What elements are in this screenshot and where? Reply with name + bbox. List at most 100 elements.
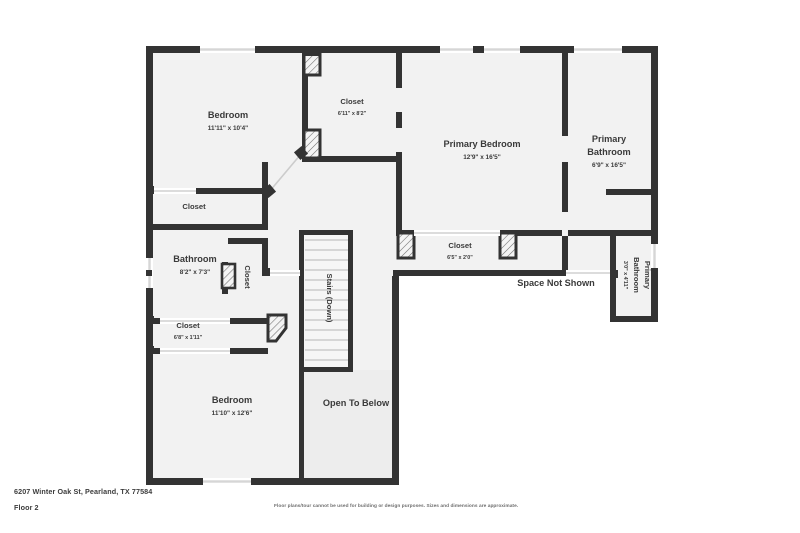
wall-primary-bath2-top xyxy=(610,230,658,236)
room-name: Bedroom xyxy=(208,110,248,120)
window-bedroom1-top xyxy=(200,46,258,53)
room-dimensions: 11'11" x 10'4" xyxy=(208,125,248,132)
room-name: Closet xyxy=(176,321,200,330)
wall-primary-bath-stub xyxy=(606,189,658,195)
hatch-closet-primary-right xyxy=(498,231,518,260)
hatch-closet-upper-bottom xyxy=(302,128,322,160)
footer: 6207 Winter Oak St, Pearland, TX 77584 F… xyxy=(0,487,800,533)
room-name-line2: Bathroom xyxy=(587,147,630,157)
wall-node-c xyxy=(146,186,154,194)
wall-closet-bath-right xyxy=(262,238,268,272)
stair-treads xyxy=(305,239,349,361)
wall-closet-b1-right xyxy=(262,188,268,230)
room-name-line1: Primary xyxy=(643,261,652,290)
wall-space-not-shown-top xyxy=(392,270,617,276)
room-name: Stairs (Down) xyxy=(325,274,334,323)
wall-open-to-below-right xyxy=(392,272,399,485)
label-open-to-below: Open To Below xyxy=(323,398,390,408)
wall-node-a xyxy=(146,270,152,276)
room-name: Open To Below xyxy=(323,398,390,408)
opening-closet-lower-bottom-line xyxy=(160,350,230,352)
opening-closet-lower-top-line xyxy=(160,320,230,322)
room-name: Closet xyxy=(182,202,206,211)
label-closet-lower: Closet 6'8" x 1'11" xyxy=(174,321,203,341)
room-name-line2: Bathroom xyxy=(632,257,641,293)
floor-fill-open-to-below xyxy=(303,370,396,485)
property-address: 6207 Winter Oak St, Pearland, TX 77584 xyxy=(14,487,153,496)
room-name: Closet xyxy=(448,241,472,250)
wall-primary-bath2-bottom xyxy=(610,316,658,322)
gap-hall xyxy=(353,270,393,276)
label-primary-bathroom: Primary Bathroom 6'9" x 16'5" xyxy=(587,134,630,169)
wall-node-g xyxy=(610,270,618,278)
room-dimensions: 6'8" x 1'11" xyxy=(174,335,203,341)
floor-fill-primary-bath-2 xyxy=(613,233,658,320)
room-dimensions: 6'5" x 2'0" xyxy=(447,255,473,261)
window-primary-bed-top-b xyxy=(484,46,520,53)
window-jamb-b xyxy=(255,46,262,53)
window-primary-bath-top xyxy=(574,46,622,53)
wall-stairs-bottom xyxy=(299,367,353,372)
wall-stairs-top xyxy=(299,230,353,235)
room-dimensions: 6'11" x 8'2" xyxy=(338,111,367,117)
wall-closet-b1-bottom xyxy=(146,224,268,230)
disclaimer-text: Floor plans/tour cannot be used for buil… xyxy=(274,504,519,509)
label-bathroom: Bathroom 8'2" x 7'3" xyxy=(173,254,216,276)
door-leaf-bedroom1-b xyxy=(293,145,309,161)
label-bedroom-2: Bedroom 11'10" x 12'6" xyxy=(212,395,253,417)
floor-fill-stairs xyxy=(303,230,351,372)
wall-closet-upper-bottom xyxy=(302,156,402,162)
opening-space-not-shown-line xyxy=(566,272,616,274)
room-name: Closet xyxy=(243,265,252,289)
hatch-closet-bathroom xyxy=(220,262,237,290)
label-closet-bedroom-1: Closet xyxy=(182,202,206,211)
wall-bedroom1-right xyxy=(262,162,268,192)
window-primary-bed-top-a xyxy=(440,46,476,53)
wall-node-f xyxy=(262,190,270,196)
hatch-closet-primary-left xyxy=(396,231,416,260)
doorway-primary-bedroom-a xyxy=(396,88,402,112)
room-dimensions: 3'0" x 4'11" xyxy=(622,261,628,290)
hatch-cap-top xyxy=(302,50,320,56)
room-name: Primary Bedroom xyxy=(443,139,520,149)
wall-node-d xyxy=(146,316,154,324)
room-dimensions: 11'10" x 12'6" xyxy=(212,410,253,417)
wall-node-b xyxy=(262,268,270,276)
window-jamb-c xyxy=(473,46,482,53)
room-dimensions: 8'2" x 7'3" xyxy=(180,269,210,276)
room-labels: Bedroom 11'11" x 10'4" Closet Closet 6'1… xyxy=(173,97,652,417)
floor-label: Floor 2 xyxy=(14,503,39,512)
label-closet-bathroom: Closet xyxy=(243,265,252,289)
room-dimensions: 6'9" x 16'5" xyxy=(592,162,626,169)
wall-bedroom2-right xyxy=(299,367,304,485)
window-primary-bath2-right xyxy=(651,244,658,268)
room-name: Space Not Shown xyxy=(517,278,595,288)
wall-exterior-bottom xyxy=(146,478,399,485)
windows xyxy=(146,46,658,485)
label-closet-primary: Closet 6'5" x 2'0" xyxy=(447,241,473,261)
doorway-primary-bedroom-b xyxy=(396,128,402,152)
doorway-primary-bathroom xyxy=(562,136,568,162)
wall-closet-upper-left xyxy=(302,50,308,162)
room-dimensions: 12'9" x 16'5" xyxy=(463,154,501,161)
door-hatch-blocks xyxy=(220,48,518,343)
room-name-line1: Primary xyxy=(592,134,627,144)
opening-closet-b1-top-line xyxy=(150,190,196,192)
label-primary-bathroom-2: Primary Bathroom 3'0" x 4'11" xyxy=(622,257,652,293)
door-swing-bedroom1 xyxy=(268,153,302,193)
room-name: Bathroom xyxy=(173,254,216,264)
label-space-not-shown: Space Not Shown xyxy=(517,278,595,288)
wall-exterior-right-lower xyxy=(651,232,658,322)
wall-closet-bath-top xyxy=(228,238,268,244)
hatch-closet-lower xyxy=(266,313,288,343)
wall-node-e xyxy=(146,346,154,354)
wall-stairs-right xyxy=(348,230,353,372)
doorway-primary-bathroom-b xyxy=(562,212,568,236)
label-primary-bedroom: Primary Bedroom 12'9" x 16'5" xyxy=(443,139,520,161)
window-jamb-a xyxy=(176,46,183,53)
wall-primary-bed-bath-divider-lower xyxy=(562,236,568,272)
window-bedroom2-bottom xyxy=(203,478,251,485)
label-closet-upper: Closet 6'11" x 8'2" xyxy=(338,97,367,117)
label-stairs: Stairs (Down) xyxy=(325,274,334,323)
